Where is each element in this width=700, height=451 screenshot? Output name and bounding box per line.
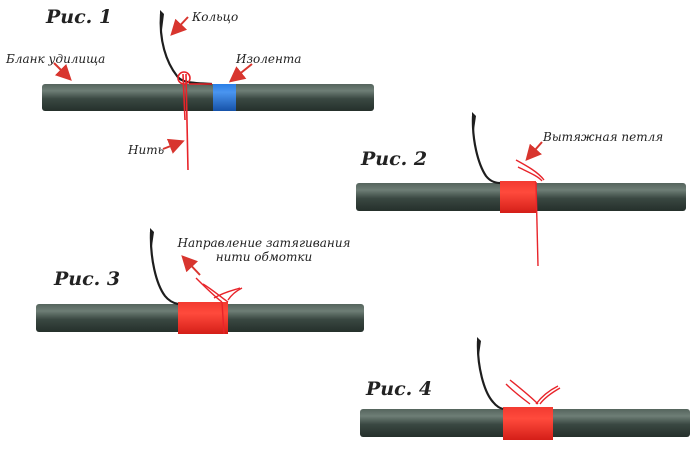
arrow-ring — [170, 16, 189, 36]
figure-4-title: Рис. 4 — [366, 378, 433, 400]
guide-ring-2 — [471, 112, 501, 185]
tightening-direction-label: Направление затягивания нити обмотки — [166, 236, 362, 264]
thread-ends-4 — [505, 379, 561, 405]
figure-2-title: Рис. 2 — [361, 148, 428, 170]
thread-wrap-4 — [503, 407, 553, 440]
figure-3-title: Рис. 3 — [54, 268, 121, 290]
arrow-tape — [228, 63, 253, 83]
guide-ring-1 — [159, 10, 213, 86]
ring-label: Кольцо — [192, 10, 239, 24]
thread-wrap-2 — [500, 181, 536, 213]
thread-1 — [177, 71, 212, 171]
rod-blank-1 — [42, 84, 374, 111]
arrow-thread — [162, 138, 185, 154]
thread-label: Нить — [128, 143, 165, 157]
arrow-rod-blank — [53, 62, 72, 81]
thread-wrap-3 — [178, 302, 228, 334]
arrow-tightening-direction — [181, 255, 201, 276]
figure-1-title: Рис. 1 — [46, 6, 113, 28]
pull-loop-label: Вытяжная петля — [543, 130, 664, 144]
pull-loop-2 — [515, 159, 545, 267]
figure-2-drawing — [356, 112, 686, 267]
electrical-tape — [213, 84, 236, 111]
pull-loop-3 — [195, 277, 243, 335]
guide-ring-4 — [476, 337, 504, 411]
tightening-direction-line-2: нити обмотки — [215, 250, 313, 264]
tightening-direction-line-1: Направление затягивания — [177, 236, 351, 250]
tape-label: Изолента — [236, 52, 302, 66]
rod-blank-label: Бланк удилища — [6, 52, 106, 66]
guide-ring-3 — [149, 228, 179, 306]
figure-4-drawing — [360, 337, 690, 440]
figure-1-drawing — [42, 10, 374, 171]
figure-3-drawing — [36, 228, 364, 335]
arrow-pull-loop — [525, 141, 543, 162]
